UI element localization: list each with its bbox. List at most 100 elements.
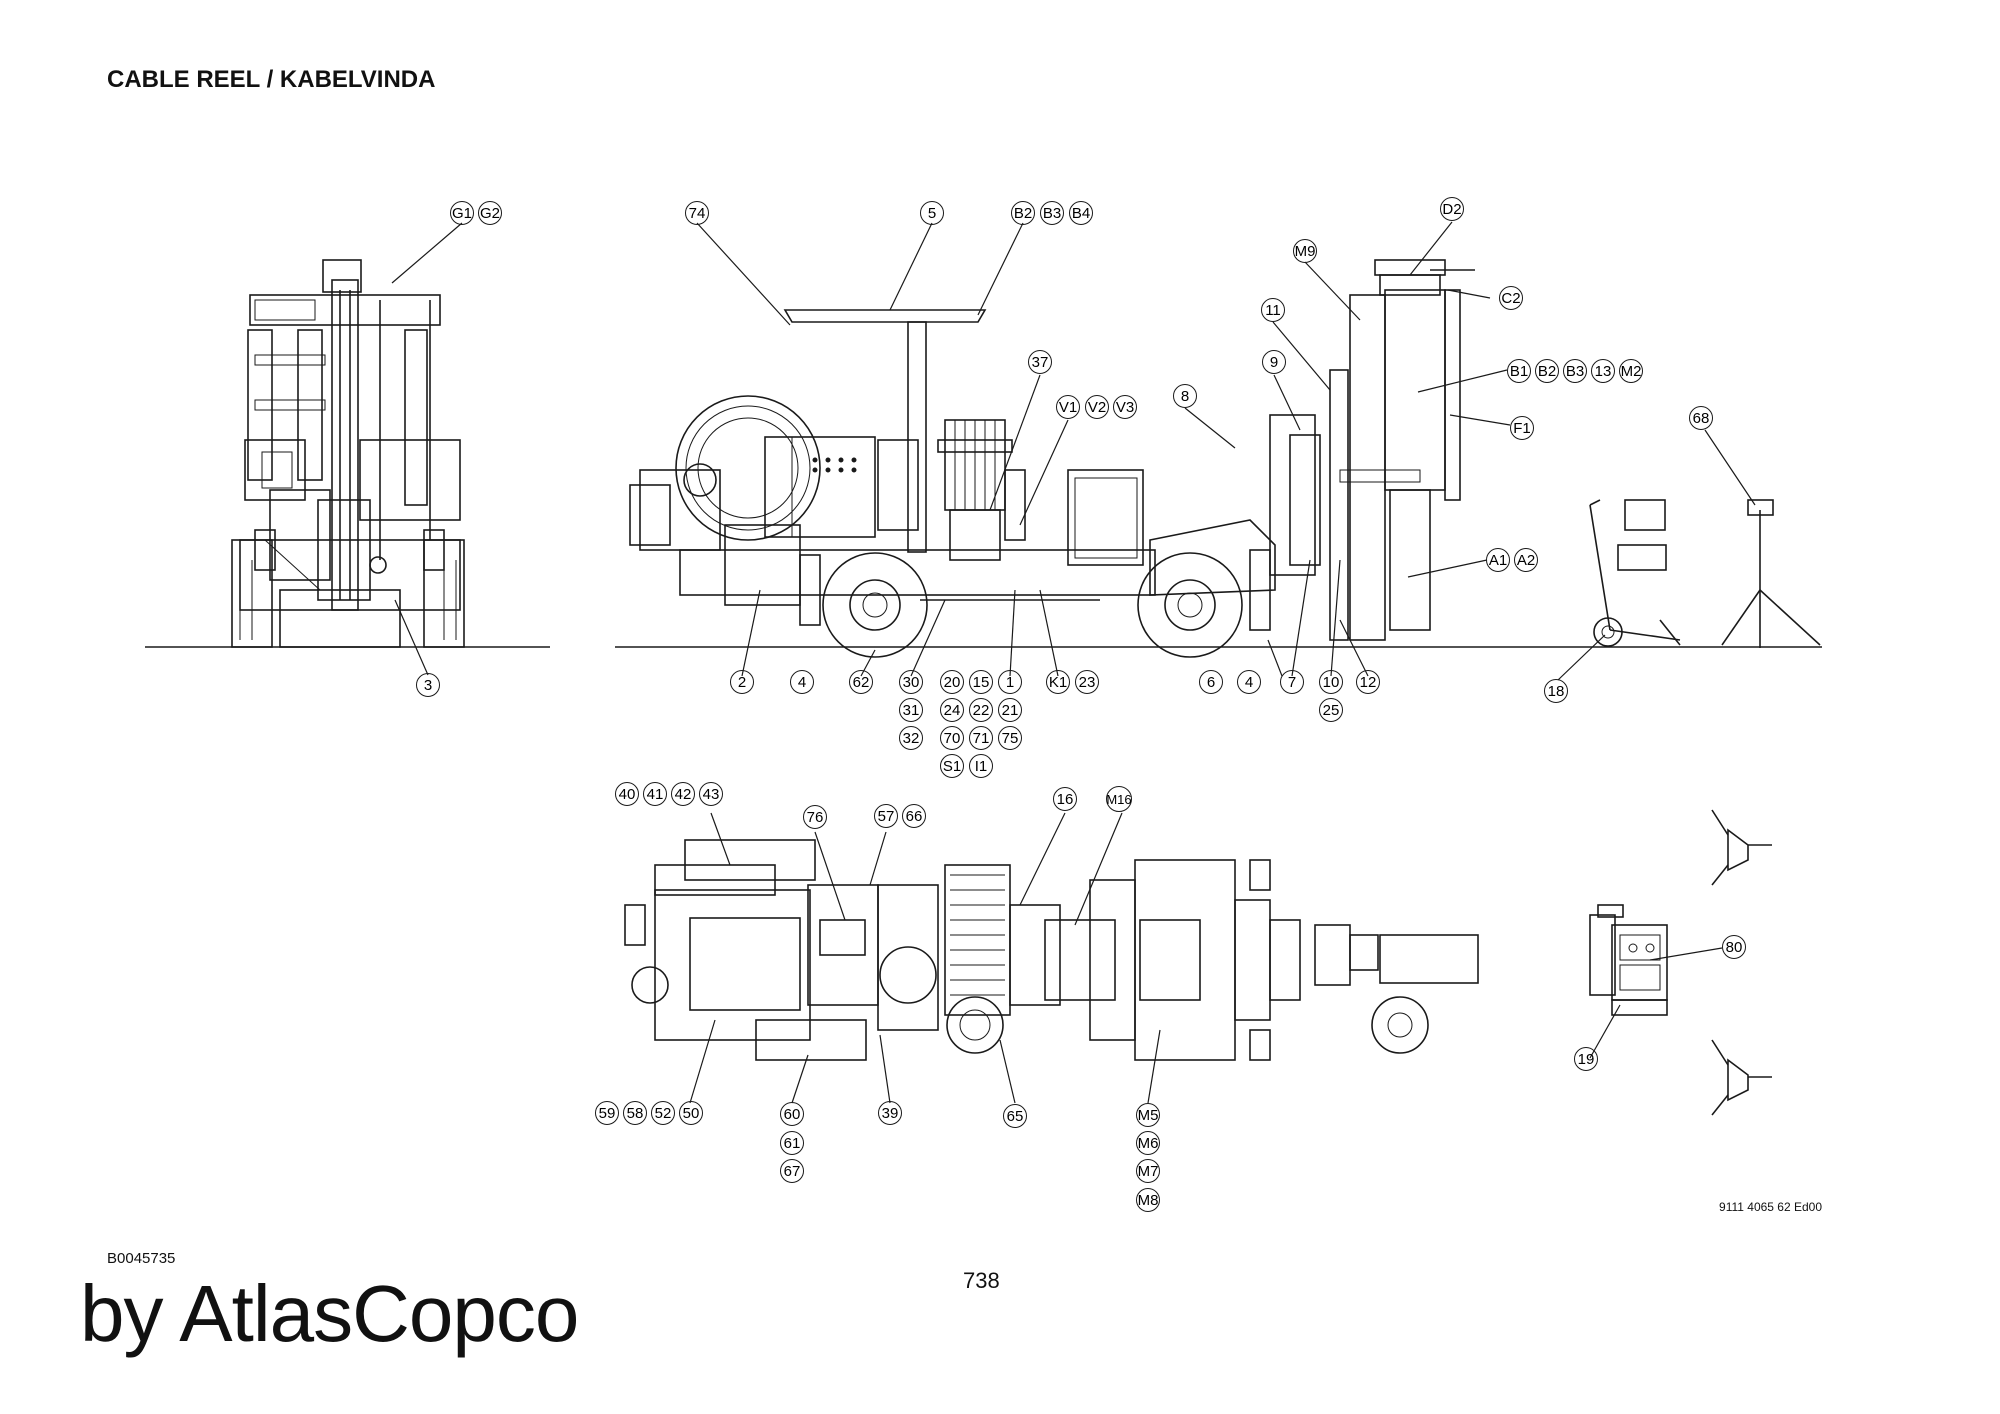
callout-74: 74 bbox=[685, 201, 709, 225]
svg-text:42: 42 bbox=[675, 786, 692, 803]
side-view-drawing bbox=[615, 259, 1822, 658]
svg-text:I1: I1 bbox=[975, 758, 988, 775]
svg-text:61: 61 bbox=[784, 1135, 801, 1152]
work-light-tripod-drawing bbox=[1721, 499, 1821, 648]
callout-58: 58 bbox=[623, 1101, 647, 1125]
callout-4-right: 4 bbox=[1237, 670, 1261, 694]
callout-16: 16 bbox=[1053, 787, 1077, 811]
callout-6: 6 bbox=[1199, 670, 1223, 694]
svg-text:65: 65 bbox=[1007, 1108, 1024, 1125]
svg-text:M2: M2 bbox=[1621, 363, 1642, 380]
svg-text:A1: A1 bbox=[1489, 552, 1507, 569]
callout-b3: B3 bbox=[1040, 201, 1064, 225]
callout-76: 76 bbox=[803, 805, 827, 829]
callout-37: 37 bbox=[1028, 350, 1052, 374]
svg-text:70: 70 bbox=[944, 730, 961, 747]
svg-text:M8: M8 bbox=[1138, 1192, 1159, 1209]
brand-watermark: by AtlasCopco bbox=[80, 1269, 579, 1358]
callout-65: 65 bbox=[1003, 1104, 1027, 1128]
callout-v1: V1 bbox=[1056, 395, 1080, 419]
callout-57: 57 bbox=[874, 804, 898, 828]
callout-m2: M2 bbox=[1619, 359, 1643, 383]
svg-text:74: 74 bbox=[689, 205, 706, 222]
callout-59: 59 bbox=[595, 1101, 619, 1125]
svg-text:11: 11 bbox=[1265, 302, 1281, 319]
svg-text:62: 62 bbox=[853, 674, 870, 691]
work-light-top-view-upper bbox=[1711, 809, 1772, 886]
callout-8: 8 bbox=[1173, 384, 1197, 408]
callout-s1: S1 bbox=[940, 754, 964, 778]
svg-text:19: 19 bbox=[1578, 1051, 1595, 1068]
callout-31: 31 bbox=[899, 698, 923, 722]
callout-m7: M7 bbox=[1136, 1159, 1160, 1183]
svg-text:B2: B2 bbox=[1014, 205, 1032, 222]
callout-m16: M16 bbox=[1106, 786, 1132, 812]
svg-text:68: 68 bbox=[1693, 410, 1710, 427]
page-number: 738 bbox=[963, 1268, 1000, 1293]
svg-text:M9: M9 bbox=[1295, 243, 1316, 260]
callout-m6: M6 bbox=[1136, 1131, 1160, 1155]
callout-1: 1 bbox=[998, 670, 1022, 694]
svg-text:25: 25 bbox=[1323, 702, 1340, 719]
svg-text:M6: M6 bbox=[1138, 1135, 1159, 1152]
callout-23: 23 bbox=[1075, 670, 1099, 694]
cable-drum-stand-drawing bbox=[1589, 499, 1681, 647]
callout-9: 9 bbox=[1262, 350, 1286, 374]
svg-text:9: 9 bbox=[1270, 354, 1278, 371]
svg-text:30: 30 bbox=[903, 674, 920, 691]
svg-text:B3: B3 bbox=[1566, 363, 1584, 380]
svg-text:G1: G1 bbox=[452, 205, 472, 222]
svg-text:57: 57 bbox=[878, 808, 895, 825]
callout-50: 50 bbox=[679, 1101, 703, 1125]
svg-text:B4: B4 bbox=[1072, 205, 1090, 222]
callout-43: 43 bbox=[699, 782, 723, 806]
svg-text:M5: M5 bbox=[1138, 1107, 1159, 1124]
svg-text:10: 10 bbox=[1323, 674, 1340, 691]
callout-32: 32 bbox=[899, 726, 923, 750]
svg-text:80: 80 bbox=[1726, 939, 1743, 956]
svg-text:3: 3 bbox=[424, 677, 432, 694]
page-title: CABLE REEL / KABELVINDA bbox=[107, 66, 436, 93]
callout-25: 25 bbox=[1319, 698, 1343, 722]
svg-text:V3: V3 bbox=[1116, 399, 1134, 416]
callout-b4: B4 bbox=[1069, 201, 1093, 225]
callout-i1: I1 bbox=[969, 754, 993, 778]
callout-10: 10 bbox=[1319, 670, 1343, 694]
svg-text:66: 66 bbox=[906, 808, 923, 825]
callout-13: 13 bbox=[1591, 359, 1615, 383]
svg-text:V2: V2 bbox=[1088, 399, 1106, 416]
svg-text:B3: B3 bbox=[1043, 205, 1061, 222]
callout-v3: V3 bbox=[1113, 395, 1137, 419]
callout-30: 30 bbox=[899, 670, 923, 694]
callout-3: 3 bbox=[416, 673, 440, 697]
callout-b1-right: B1 bbox=[1507, 359, 1531, 383]
callout-19: 19 bbox=[1574, 1047, 1598, 1071]
svg-text:76: 76 bbox=[807, 809, 824, 826]
callout-62: 62 bbox=[849, 670, 873, 694]
callout-f1: F1 bbox=[1510, 416, 1534, 440]
callout-70: 70 bbox=[940, 726, 964, 750]
callout-40: 40 bbox=[615, 782, 639, 806]
callout-11: 11 bbox=[1261, 298, 1285, 322]
svg-text:13: 13 bbox=[1595, 363, 1612, 380]
callout-12: 12 bbox=[1356, 670, 1380, 694]
callout-39: 39 bbox=[878, 1101, 902, 1125]
svg-text:50: 50 bbox=[683, 1105, 700, 1122]
svg-text:24: 24 bbox=[944, 702, 961, 719]
svg-text:39: 39 bbox=[882, 1105, 899, 1122]
callout-42: 42 bbox=[671, 782, 695, 806]
callout-v2: V2 bbox=[1085, 395, 1109, 419]
callout-60: 60 bbox=[780, 1102, 804, 1126]
drawing-number: 9111 4065 62 Ed00 bbox=[1719, 1200, 1822, 1214]
svg-text:6: 6 bbox=[1207, 674, 1215, 691]
svg-text:22: 22 bbox=[973, 702, 990, 719]
callout-g1: G1 bbox=[450, 201, 474, 225]
svg-text:B1: B1 bbox=[1510, 363, 1528, 380]
svg-text:F1: F1 bbox=[1513, 420, 1531, 437]
svg-text:7: 7 bbox=[1288, 674, 1296, 691]
svg-text:60: 60 bbox=[784, 1106, 801, 1123]
svg-text:M7: M7 bbox=[1138, 1163, 1159, 1180]
remote-control-top-view-drawing bbox=[1589, 904, 1668, 1016]
svg-text:16: 16 bbox=[1057, 791, 1074, 808]
